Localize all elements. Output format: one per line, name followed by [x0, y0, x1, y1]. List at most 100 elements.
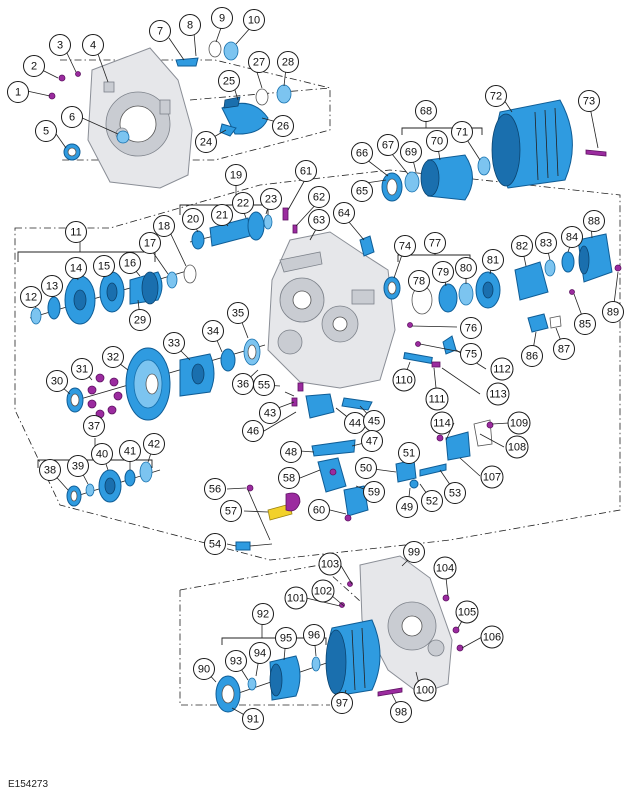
callout-circle	[408, 270, 430, 292]
callout-number: 100	[416, 685, 434, 697]
callout-circle	[574, 313, 596, 335]
callout-circle	[129, 309, 151, 331]
callout-number: 14	[70, 263, 82, 275]
callout-number: 32	[107, 352, 119, 364]
callout-number: 85	[579, 319, 591, 331]
callout-circle	[20, 286, 42, 308]
callout-circle	[149, 20, 171, 42]
callout-number: 112	[493, 364, 511, 376]
callout-number: 95	[280, 633, 292, 645]
callout-circle	[553, 338, 575, 360]
callout-number: 9	[219, 13, 225, 25]
callout-90: 90	[193, 658, 215, 680]
callout-number: 37	[88, 421, 100, 433]
shift-linkage-group	[395, 335, 494, 489]
callout-number: 109	[510, 418, 528, 430]
callout-circle	[67, 455, 89, 477]
callout-circle	[182, 208, 204, 230]
callout-number: 99	[408, 547, 420, 559]
callout-55: 55	[253, 374, 275, 396]
callout-number: 81	[487, 255, 499, 267]
callout-81: 81	[482, 249, 504, 271]
callout-14: 14	[65, 257, 87, 279]
callout-number: 11	[70, 227, 81, 239]
callout-58: 58	[278, 467, 300, 489]
callout-circle	[243, 9, 265, 31]
callout-circle	[308, 186, 330, 208]
callout-28: 28	[277, 51, 299, 73]
wiring-harness	[235, 489, 301, 551]
callout-circle	[211, 7, 233, 29]
callout-circle	[249, 642, 271, 664]
callout-circle	[432, 261, 454, 283]
callout-circle	[505, 435, 529, 459]
callout-number: 87	[558, 344, 570, 356]
callout-112: 112	[490, 357, 514, 381]
callout-circle	[602, 301, 624, 323]
callout-33: 33	[163, 332, 185, 354]
callout-2: 2	[23, 55, 45, 77]
clutch-drum-group	[381, 99, 607, 202]
callout-5: 5	[35, 120, 57, 142]
callout-circle	[482, 249, 504, 271]
callout-number: 6	[69, 112, 75, 124]
callout-circle	[578, 90, 600, 112]
callout-circle	[333, 202, 355, 224]
callout-number: 82	[516, 241, 528, 253]
callout-number: 18	[158, 221, 170, 233]
callout-74: 74	[394, 235, 416, 257]
callout-number: 76	[465, 323, 477, 335]
callout-36: 36	[232, 373, 254, 395]
callout-60: 60	[308, 499, 330, 521]
callout-number: 73	[583, 96, 595, 108]
callout-circle	[227, 302, 249, 324]
callout-98: 98	[390, 701, 412, 723]
callout-circle	[284, 586, 308, 610]
callout-18: 18	[153, 215, 175, 237]
callout-3: 3	[49, 34, 71, 56]
callout-circle	[400, 141, 422, 163]
callout-number: 103	[321, 559, 339, 571]
callout-number: 17	[144, 238, 156, 250]
callout-number: 69	[405, 147, 417, 159]
callout-number: 57	[225, 506, 237, 518]
callout-circle	[46, 370, 68, 392]
callout-107: 107	[480, 465, 504, 489]
callout-circle	[535, 232, 557, 254]
callout-circle	[392, 368, 416, 392]
callout-number: 72	[490, 91, 502, 103]
callout-number: 97	[336, 698, 348, 710]
callout-number: 3	[57, 40, 63, 52]
differential-group	[66, 338, 266, 421]
callout-number: 1	[15, 87, 21, 99]
callout-number: 25	[223, 76, 235, 88]
callout-68: 68	[415, 100, 437, 122]
callout-number: 71	[456, 127, 468, 139]
callout-number: 43	[264, 408, 276, 420]
callout-number: 77	[429, 238, 441, 250]
callout-circle	[49, 34, 71, 56]
callout-24: 24	[195, 131, 217, 153]
callout-40: 40	[91, 443, 113, 465]
callout-circle	[295, 160, 317, 182]
callout-70: 70	[426, 130, 448, 152]
callout-43: 43	[259, 402, 281, 424]
callout-42: 42	[143, 433, 165, 455]
callout-number: 41	[124, 446, 136, 458]
callout-number: 4	[90, 40, 96, 52]
callout-number: 98	[395, 707, 407, 719]
callout-circle	[480, 465, 504, 489]
callout-67: 67	[377, 134, 399, 156]
callout-circle	[521, 345, 543, 367]
callout-32: 32	[102, 346, 124, 368]
callout-number: 8	[187, 20, 193, 32]
callout-51: 51	[398, 442, 420, 464]
callout-circle	[83, 415, 105, 437]
callout-circle	[139, 232, 161, 254]
callout-number: 20	[187, 214, 199, 226]
callout-101: 101	[284, 586, 308, 610]
callout-31: 31	[71, 358, 93, 380]
callout-23: 23	[260, 188, 282, 210]
callout-circle	[486, 382, 510, 406]
